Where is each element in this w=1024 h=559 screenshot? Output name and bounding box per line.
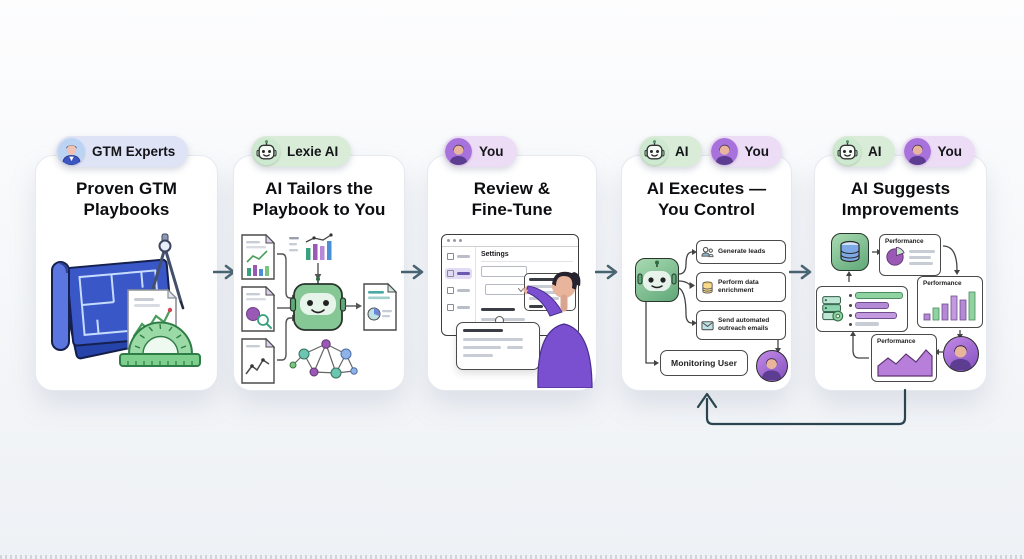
robot-avatar-icon — [834, 138, 861, 165]
window-sidebar — [442, 247, 476, 335]
badge-you: You — [443, 136, 517, 167]
illustration-review: Settings — [428, 232, 596, 388]
protractor-icon — [119, 321, 201, 367]
sidebar-item — [445, 251, 472, 262]
database-icon — [702, 280, 713, 294]
step-card-review-fine-tune: Review & Fine-Tune Settings — [427, 155, 597, 391]
settings-window: Settings — [441, 234, 579, 336]
sidebar-item — [445, 285, 472, 296]
flow-arrow-2 — [400, 264, 427, 280]
pie-chart-icon — [886, 246, 905, 266]
badge-label: You — [479, 144, 504, 159]
step-title: AI Tailors the Playbook to You — [252, 179, 386, 220]
execution-arrows — [645, 249, 781, 366]
badge-label: Lexie AI — [287, 144, 339, 159]
server-icon — [822, 296, 844, 322]
document-icon — [241, 337, 276, 384]
illustration-tailoring — [234, 232, 404, 388]
robot-avatar-icon — [641, 138, 668, 165]
illustration-improvements: Performance Performance — [815, 232, 986, 388]
monitoring-user-box: Monitoring User — [660, 350, 748, 376]
badge-row-step3: You — [443, 136, 517, 167]
bottom-noise-strip — [0, 555, 1024, 559]
leads-people-icon — [701, 246, 714, 257]
search-field — [481, 266, 527, 277]
badge-row-step1: GTM Experts — [56, 136, 189, 167]
network-graph-icon — [289, 339, 358, 379]
insights-server-card — [816, 286, 908, 332]
envelope-icon — [701, 320, 714, 330]
step-title: AI Suggests Improvements — [841, 179, 960, 220]
badge-ai: AI — [639, 136, 702, 167]
document-icon — [241, 233, 276, 280]
user-avatar-icon — [943, 336, 979, 372]
badge-gtm-experts: GTM Experts — [56, 136, 189, 167]
reviewer-person-icon — [522, 271, 593, 388]
badge-row-step5: AI You — [832, 136, 975, 167]
sidebar-item — [445, 302, 472, 313]
mini-bar-chart-icon — [289, 233, 333, 260]
badge-label: You — [937, 144, 963, 159]
step-title: AI Executes — You Control — [646, 179, 767, 220]
performance-pie-card: Performance — [879, 234, 941, 276]
robot-icon — [635, 258, 679, 302]
badge-label: AI — [675, 144, 689, 159]
badge-you: You — [708, 136, 782, 167]
floating-note-card — [456, 322, 540, 370]
badge-label: AI — [868, 144, 882, 159]
area-chart-icon — [877, 349, 933, 377]
person-purple-avatar-icon — [445, 138, 472, 165]
user-avatar-icon — [756, 350, 788, 382]
step-card-ai-tailors-playbook: AI Tailors the Playbook to You — [233, 155, 405, 391]
step-card-ai-executes: AI Executes — You Control — [621, 155, 792, 391]
step-title: Proven GTM Playbooks — [75, 179, 178, 220]
illustration-execution: Generate leads Perform data enrichment S… — [622, 232, 791, 388]
task-perform-data-enrichment: Perform data enrichment — [696, 272, 786, 302]
flow-arrow-3 — [594, 264, 621, 280]
person-purple-avatar-icon — [903, 138, 931, 165]
blueprint-compass-protractor-icon — [51, 233, 201, 367]
robot-icon — [289, 277, 347, 331]
badge-you: You — [901, 136, 975, 167]
badge-label: GTM Experts — [92, 144, 176, 159]
ranked-bars — [849, 292, 903, 326]
step-title: Review & Fine-Tune — [471, 179, 553, 220]
step-card-ai-suggests-improvements: AI Suggests Improvements — [814, 155, 987, 391]
badge-lexie-ai: Lexie AI — [251, 136, 352, 167]
robot-avatar-icon — [253, 138, 280, 165]
output-document-icon — [363, 282, 398, 331]
compass-icon — [145, 233, 185, 310]
step-card-proven-gtm-playbooks: Proven GTM Playbooks — [35, 155, 218, 391]
badge-label: You — [744, 144, 770, 159]
sidebar-item-active — [445, 268, 472, 279]
person-blue-avatar-icon — [58, 138, 85, 165]
performance-area-card: Performance — [871, 334, 937, 382]
flow-arrow-4 — [788, 264, 815, 280]
bar-chart-icon — [923, 291, 976, 321]
database-icon — [831, 233, 869, 271]
badge-row-step2: Lexie AI — [251, 136, 352, 167]
window-title: Settings — [481, 251, 509, 258]
window-titlebar — [442, 235, 578, 247]
task-generate-leads: Generate leads — [696, 240, 786, 264]
performance-bar-card: Performance — [917, 276, 983, 328]
document-icon — [241, 285, 276, 332]
person-purple-avatar-icon — [710, 138, 738, 165]
documents-feeding-robot-icon — [241, 233, 398, 384]
task-send-outreach-emails: Send automated outreach emails — [696, 310, 786, 340]
badge-row-step4: AI You — [639, 136, 782, 167]
illustration-playbooks — [36, 232, 217, 388]
badge-ai: AI — [832, 136, 895, 167]
